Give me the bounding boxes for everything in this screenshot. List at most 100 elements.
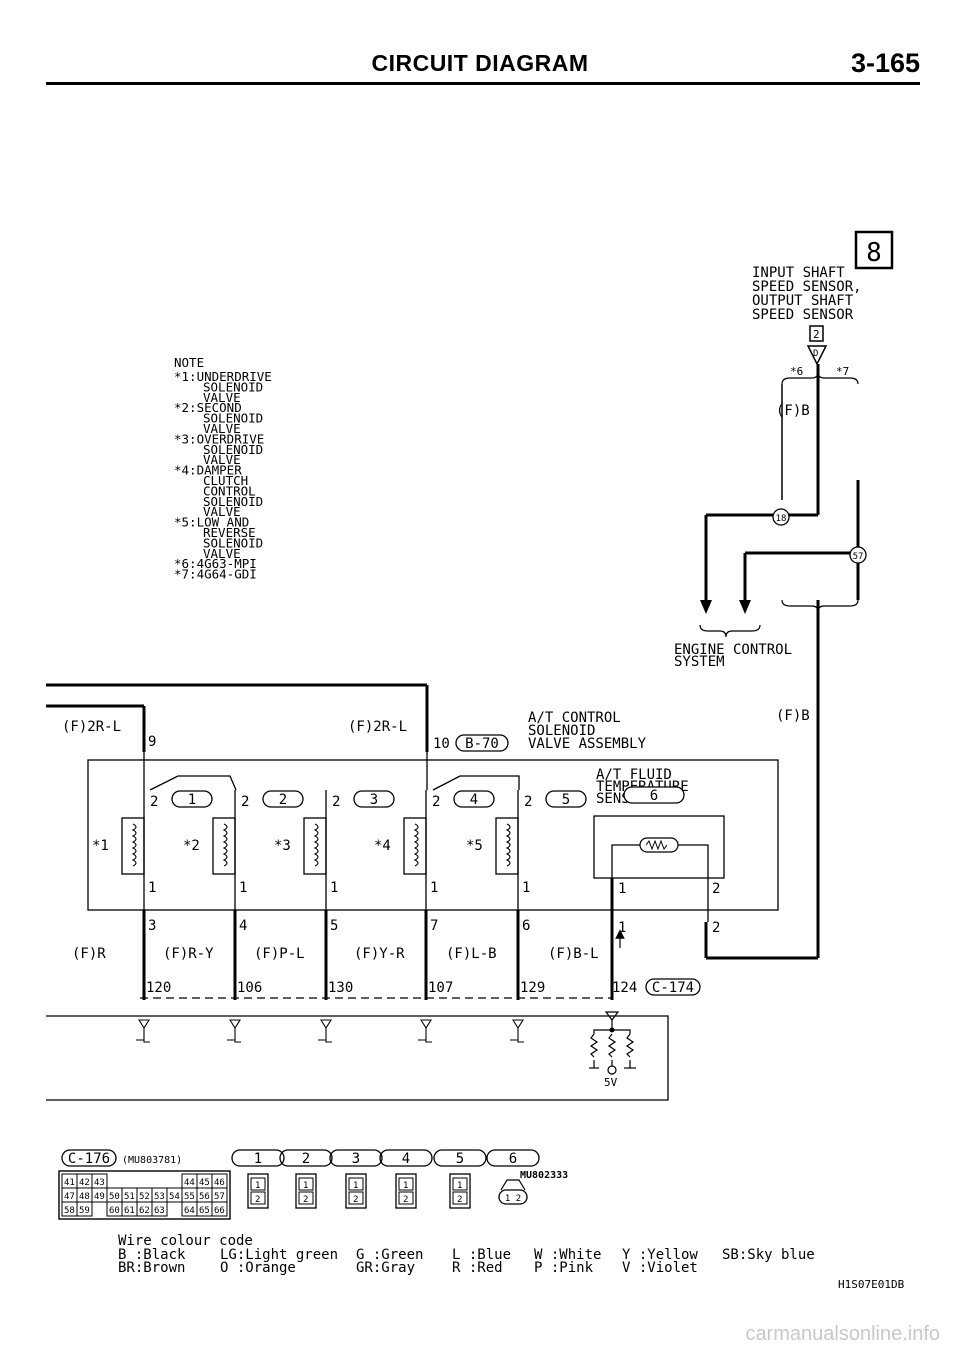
svg-text:W :White: W :White xyxy=(534,1247,601,1263)
svg-text:5: 5 xyxy=(456,1151,464,1167)
svg-text:2: 2 xyxy=(302,1151,310,1167)
watermark: carmanualsonline.info xyxy=(745,1323,940,1345)
note-line: CONTROL xyxy=(203,483,256,498)
sensor-connector-icon: 2 xyxy=(809,325,824,342)
svg-text:1: 1 xyxy=(403,1181,408,1191)
svg-text:1: 1 xyxy=(188,792,196,808)
svg-text:66: 66 xyxy=(214,1206,225,1216)
star7-label: *7 xyxy=(836,365,849,378)
svg-text:(F)Y-R: (F)Y-R xyxy=(354,946,405,962)
note-line: *4:DAMPER xyxy=(174,463,242,478)
svg-text:O :Orange: O :Orange xyxy=(220,1260,296,1276)
wire-label-fb-top: (F)B xyxy=(776,403,810,419)
assembly-label-2: SOLENOID xyxy=(528,723,595,739)
svg-text:BR:Brown: BR:Brown xyxy=(118,1260,185,1276)
svg-text:(MU803781): (MU803781) xyxy=(122,1155,182,1166)
svg-text:3: 3 xyxy=(352,1151,360,1167)
connector-b70: B-70 xyxy=(455,734,509,752)
pin-10: 10 xyxy=(433,736,450,752)
svg-text:*4: *4 xyxy=(374,838,391,854)
svg-text:2: 2 xyxy=(255,1195,260,1205)
svg-text:2: 2 xyxy=(241,794,249,810)
svg-text:129: 129 xyxy=(520,980,545,996)
label-5v: 5V xyxy=(604,1076,618,1089)
svg-text:52: 52 xyxy=(139,1192,150,1202)
svg-text:2: 2 xyxy=(150,794,158,810)
speed-sensor-label: INPUT SHAFT SPEED SENSOR, OUTPUT SHAFT S… xyxy=(752,265,862,323)
svg-text:C-174: C-174 xyxy=(652,980,694,996)
svg-text:(F)R: (F)R xyxy=(72,946,106,962)
svg-text:LG:Light green: LG:Light green xyxy=(220,1247,338,1263)
svg-text:46: 46 xyxy=(214,1178,225,1188)
svg-text:V :Violet: V :Violet xyxy=(622,1260,698,1276)
svg-text:G :Green: G :Green xyxy=(356,1247,423,1263)
note-line: *6:4G63-MPI xyxy=(174,556,257,571)
svg-text:GR:Gray: GR:Gray xyxy=(356,1260,415,1276)
fluid-temp-sensor: 6 1 2 1 2 (F)B-L 124 C-174 xyxy=(548,786,725,1000)
note-block: NOTE*1:UNDERDRIVESOLENOIDVALVE*2:SECONDS… xyxy=(174,355,272,582)
assembly-label-3: VALVE ASSEMBLY xyxy=(528,736,647,752)
svg-text:Y :Yellow: Y :Yellow xyxy=(622,1247,698,1263)
svg-text:6: 6 xyxy=(522,918,530,934)
svg-text:41: 41 xyxy=(64,1178,75,1188)
note-line: VALVE xyxy=(203,452,241,467)
svg-text:OUTPUT SHAFT: OUTPUT SHAFT xyxy=(752,293,854,309)
engine-control-label-2: SYSTEM xyxy=(674,654,725,670)
svg-text:57: 57 xyxy=(214,1192,225,1202)
svg-text:62: 62 xyxy=(139,1206,150,1216)
svg-text:*1: *1 xyxy=(92,838,109,854)
wire-label-fb-right: (F)B xyxy=(776,708,810,724)
svg-text:3: 3 xyxy=(148,918,156,934)
svg-text:2: 2 xyxy=(303,1195,308,1205)
page-number: 3-165 xyxy=(850,48,920,78)
engine-control-label: ENGINE CONTROL xyxy=(674,642,792,658)
svg-text:1: 1 xyxy=(353,1181,358,1191)
svg-text:3: 3 xyxy=(370,792,378,808)
svg-text:5: 5 xyxy=(562,792,570,808)
svg-text:60: 60 xyxy=(109,1206,120,1216)
circle-18: 18 xyxy=(772,508,790,526)
svg-text:1: 1 xyxy=(303,1181,308,1191)
svg-text:58: 58 xyxy=(64,1206,75,1216)
section-badge: 8 xyxy=(854,230,894,270)
svg-text:42: 42 xyxy=(79,1178,90,1188)
svg-text:B :Black: B :Black xyxy=(118,1247,186,1263)
svg-text:1: 1 xyxy=(522,880,530,896)
svg-text:50: 50 xyxy=(109,1192,120,1202)
svg-text:7: 7 xyxy=(430,918,438,934)
svg-text:65: 65 xyxy=(199,1206,210,1216)
note-line: *1:UNDERDRIVE xyxy=(174,369,272,384)
svg-text:*2: *2 xyxy=(183,838,200,854)
note-line: *2:SECOND xyxy=(174,400,242,415)
svg-text:57: 57 xyxy=(853,552,864,562)
svg-text:2: 2 xyxy=(432,794,440,810)
svg-text:54: 54 xyxy=(169,1192,180,1202)
svg-text:(F)P-L: (F)P-L xyxy=(254,946,305,962)
connector-4: 412 xyxy=(379,1149,433,1209)
note-line: SOLENOID xyxy=(203,411,263,426)
note-line: SOLENOID xyxy=(203,494,263,509)
svg-text:1: 1 xyxy=(255,1181,260,1191)
sensor-wiring xyxy=(704,364,860,960)
svg-text:1: 1 xyxy=(330,880,338,896)
svg-text:Wire colour code: Wire colour code xyxy=(118,1233,253,1249)
svg-text:106: 106 xyxy=(237,980,262,996)
connector-6: 61 2 xyxy=(486,1149,540,1205)
note-line: *3:OVERDRIVE xyxy=(174,431,264,446)
svg-text:1: 1 xyxy=(239,880,247,896)
svg-text:4: 4 xyxy=(239,918,247,934)
svg-text:45: 45 xyxy=(199,1178,210,1188)
connector-2: 2 1 2 xyxy=(279,1149,333,1209)
assembly-label-1: A/T CONTROL xyxy=(528,710,621,726)
note-line: SOLENOID xyxy=(203,379,263,394)
svg-text:1: 1 xyxy=(430,880,438,896)
svg-text:L :Blue: L :Blue xyxy=(452,1247,511,1263)
power-feed-wires xyxy=(46,683,429,752)
svg-text:SPEED SENSOR,: SPEED SENSOR, xyxy=(752,279,862,295)
svg-text:P :Pink: P :Pink xyxy=(534,1260,594,1276)
